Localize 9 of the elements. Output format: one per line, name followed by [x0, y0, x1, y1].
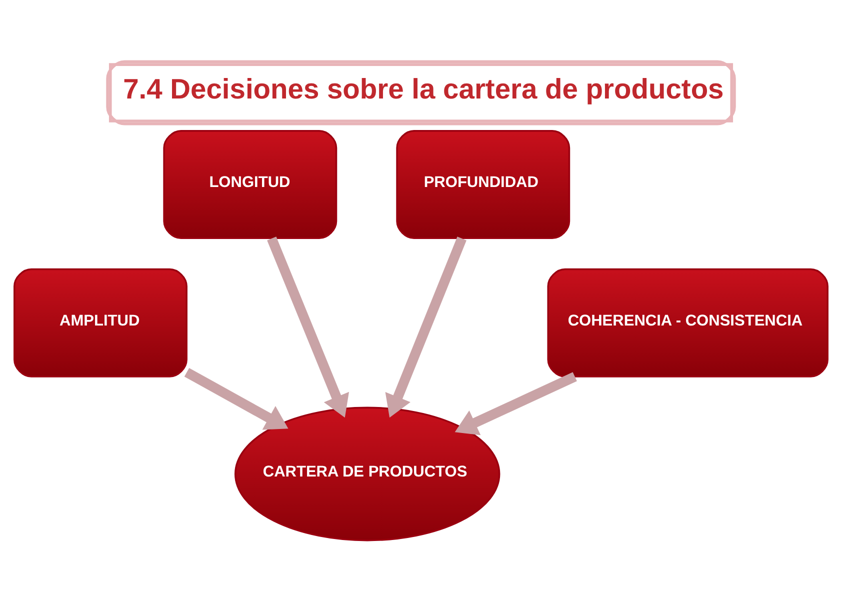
node-box: AMPLITUD: [14, 268, 188, 378]
arrow: [385, 236, 466, 418]
arrow: [267, 236, 350, 418]
arrow: [184, 368, 288, 430]
diagram-title: 7.4 Decisiones sobre la cartera de productos: [123, 72, 724, 104]
node-box: PROFUNDIDAD: [396, 130, 570, 240]
node-box: COHERENCIA - CONSISTENCIA: [547, 268, 828, 378]
node-box: LONGITUD: [163, 130, 338, 240]
arrow: [454, 372, 577, 436]
